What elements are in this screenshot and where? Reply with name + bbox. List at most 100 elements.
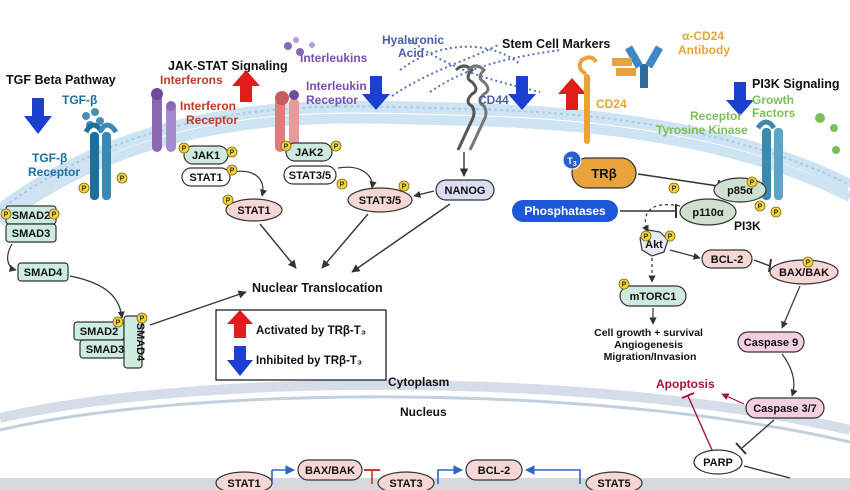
svg-text:P: P [774,210,779,217]
smad2-node-upper: SMAD2 [5,205,57,225]
anti-cd24-label: α-CD24 Antibody [678,29,730,57]
tgfb-receptor [83,122,119,200]
svg-text:P: P [750,180,755,187]
phospho-badge: P [640,230,652,242]
parp-node: PARP [693,449,743,475]
svg-text:P: P [116,320,121,327]
cd24-label: CD24 [596,97,627,111]
rtk-receptor [755,119,783,200]
svg-text:BAX/BAK: BAX/BAK [779,267,829,279]
akt-to-bcl2-arrow [669,249,701,260]
anti-cd24-line2: Antibody [678,43,730,57]
phospho-badge: P [112,316,124,328]
svg-text:mTORC1: mTORC1 [630,291,677,303]
phospho-badge: P [78,182,90,194]
phospho-badge: P [754,200,766,212]
phospho-badge: P [398,180,410,192]
phospho-badge: P [0,208,12,220]
phospho-badge: P [664,230,676,242]
stem-cell-title: Stem Cell Markers [502,37,610,51]
caspase-parp-bar [735,442,747,455]
svg-text:P: P [334,144,339,151]
svg-text:P: P [140,316,145,323]
phospho-badge: P [280,140,292,152]
tgf-inhibited-arrow [24,98,52,134]
t3-badge: T3 [562,150,582,170]
hyaluronic-line1: Hyaluronic [382,33,444,47]
interferons-label: Interferons [160,73,223,87]
svg-text:STAT3/5: STAT3/5 [359,195,401,207]
stat35-node-a: STAT3/5 [283,165,337,185]
svg-text:P: P [120,176,125,183]
trb-inhibits-pi3k-line [637,173,719,187]
smad-to-smad4-arrow [7,243,17,272]
svg-text:p110α: p110α [692,207,723,219]
parp-apoptosis-bar [681,392,695,399]
nucleus-label: Nucleus [400,405,447,419]
stat35-node-b: STAT3/5 [347,187,413,213]
svg-text:STAT5: STAT5 [597,478,630,490]
svg-text:P: P [230,150,235,157]
svg-text:SMAD4: SMAD4 [24,267,63,279]
svg-text:Caspase 3/7: Caspase 3/7 [753,403,817,415]
hyaluronic-acid-label: Hyaluronic Acid [382,33,447,60]
smad-complex-to-nuclear-arrow [149,290,247,326]
smad3-node-upper: SMAD3 [5,223,57,243]
phospho-badge: P [668,182,680,194]
mtorc1-node: mTORC1 [619,285,687,307]
nanog-to-stat35-arrow [413,190,435,198]
cd24-receptor [577,55,598,144]
phospho-badge: P [136,312,148,324]
nuclear-translocation-label: Nuclear Translocation [252,281,383,295]
anti-cd24-antibody [612,45,663,88]
phospho-badge: P [802,256,814,268]
phosphatases-node: Phosphatases [512,200,618,222]
svg-text:Phosphatases: Phosphatases [524,204,606,218]
stat1-to-nuclear-arrow [259,223,297,269]
cd44-inhibited-arrow [508,76,536,110]
phospho-badge: P [226,164,238,176]
interleukin-receptor [275,90,299,152]
svg-text:P: P [284,144,289,151]
svg-text:STAT1: STAT1 [189,172,222,184]
svg-text:P: P [182,146,187,153]
svg-text:BCL-2: BCL-2 [711,254,743,266]
tgfb-receptor-line2: Receptor [28,165,80,179]
baxbak-node: BAX/BAK [769,259,839,285]
svg-text:T3: T3 [567,156,577,168]
rtk-line1: Receptor [690,109,742,123]
svg-text:P: P [622,282,627,289]
tgfb-receptor-line1: TGF-β [32,151,67,165]
caspase37-node: Caspase 3/7 [745,397,825,419]
svg-text:P: P [758,204,763,211]
nuc-bcl2-node: BCL-2 [465,459,523,481]
svg-text:STAT1: STAT1 [227,478,260,490]
outcome-line3: Migration/Invasion [604,351,697,363]
svg-text:BCL-2: BCL-2 [478,465,510,477]
parp-inhibit-right [743,465,791,479]
svg-text:P: P [340,182,345,189]
trb-node: TRβ [571,157,637,189]
interferon-receptor [151,88,176,152]
svg-text:SMAD3: SMAD3 [12,228,51,240]
outcome-line2: Angiogenesis [614,339,683,351]
cell-membrane [0,100,850,226]
svg-text:STAT3/5: STAT3/5 [289,170,331,182]
nuc-stat5-arrow [525,465,581,484]
svg-text:STAT3: STAT3 [389,478,422,490]
bcl2-inhibits-baxbak [753,259,771,267]
legend-inhibited-arrow [227,346,253,376]
svg-text:Caspase 9: Caspase 9 [744,337,798,349]
interleukin-receptor-line1: Interleukin [306,79,367,93]
svg-text:P: P [4,212,9,219]
interferon-receptor-line1: Interferon [180,99,236,113]
stat35-to-nuclear-arrow [321,213,369,269]
smad3-node-lower: SMAD3 [79,339,131,359]
cd44-label: CD44 [478,93,509,107]
svg-text:P: P [52,212,57,219]
stat1-node-b: STAT1 [225,198,283,222]
svg-text:JAK1: JAK1 [192,150,220,162]
nanog-to-nuclear-arrow [351,203,451,273]
